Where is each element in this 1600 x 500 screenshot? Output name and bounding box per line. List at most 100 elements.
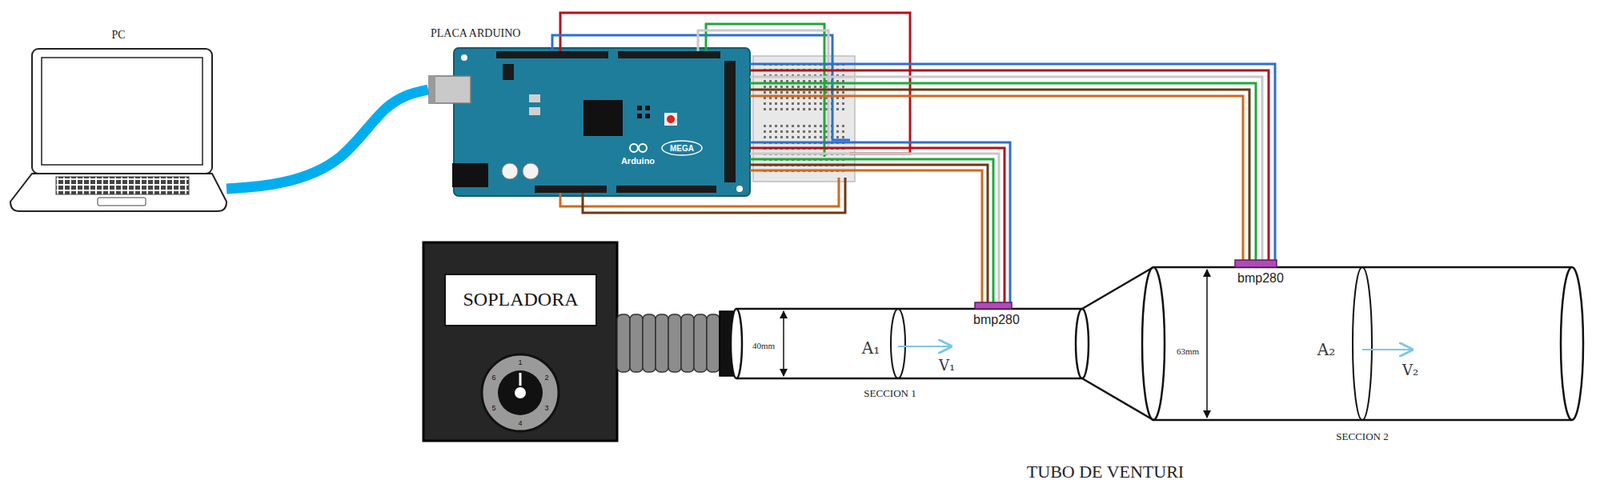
flexible-hose xyxy=(629,314,643,373)
dial-number: 1 xyxy=(517,358,522,367)
arduino-board xyxy=(629,144,638,153)
sensor-wire xyxy=(749,64,1276,261)
venturi-tube xyxy=(1142,267,1165,421)
arduino-board xyxy=(736,185,743,193)
arduino-board xyxy=(616,185,717,193)
laptop-icon xyxy=(32,48,213,174)
flexible-hose xyxy=(681,314,694,373)
venturi-tube xyxy=(890,308,906,379)
jumper-wire xyxy=(560,177,839,207)
breadboard xyxy=(753,56,855,182)
flexible-hose xyxy=(655,314,669,373)
usb-plug xyxy=(429,76,471,104)
venturi-tube xyxy=(730,308,742,379)
sensor-wire xyxy=(749,164,988,304)
sensor-wire xyxy=(749,142,1011,304)
flow-arrow xyxy=(1362,348,1412,351)
breadboard xyxy=(753,56,855,182)
blower xyxy=(497,370,543,416)
sensor-wire xyxy=(749,153,999,304)
node-text: bmp280 xyxy=(973,312,1020,328)
arduino-board xyxy=(529,94,541,103)
flexible-hose xyxy=(617,311,737,377)
section-label: SECCION 1 xyxy=(863,387,916,401)
sensor-chip xyxy=(974,260,1277,309)
venturi-tube xyxy=(1075,308,1089,379)
velocity-label: V₁ xyxy=(938,356,955,374)
arduino-board xyxy=(661,140,702,156)
dial-number: 6 xyxy=(492,373,497,382)
arduino-board xyxy=(583,100,623,137)
flexible-hose xyxy=(642,314,656,373)
arduino-board xyxy=(645,105,650,111)
usb-cable xyxy=(226,89,429,189)
blower xyxy=(481,354,559,432)
sensor-chip xyxy=(1235,260,1277,268)
jumper-wire xyxy=(582,177,846,213)
flow-arrow xyxy=(898,345,951,348)
flexible-hose xyxy=(668,314,682,373)
dimension-label: 40mm xyxy=(752,340,775,351)
arduino-board xyxy=(724,60,736,183)
dimension-arrow xyxy=(783,269,1208,418)
sensor-wire xyxy=(749,170,983,304)
venturi-tube xyxy=(1352,267,1372,421)
arduino-board xyxy=(453,48,750,197)
sensor-wire xyxy=(749,96,1244,261)
flexible-hose xyxy=(617,314,630,373)
arduino-board xyxy=(637,105,642,111)
arduino-board xyxy=(452,163,489,188)
arduino-board xyxy=(501,163,518,180)
sensor-wire xyxy=(749,76,1263,261)
laptop-icon xyxy=(56,176,189,195)
sensor-wire xyxy=(749,148,1005,304)
arduino-board xyxy=(461,54,468,61)
venturi-tube xyxy=(1560,267,1584,421)
pressure-sensor: bmp280 xyxy=(1224,260,1297,290)
blower xyxy=(423,242,618,442)
sensor-wire xyxy=(749,83,1256,261)
connector xyxy=(749,64,1276,261)
arduino-board xyxy=(502,64,514,81)
sensor-wire xyxy=(749,159,994,304)
venturi-tube xyxy=(1153,267,1572,421)
diagram-caption: TUBO DE VENTURI xyxy=(1026,461,1184,483)
board-logo: MEGA xyxy=(669,144,694,153)
blower-label: SOPLADORA xyxy=(444,273,598,327)
laptop-icon xyxy=(41,57,203,165)
laptop-pc: PC xyxy=(10,28,227,212)
arduino-board xyxy=(452,48,750,197)
arduino-board xyxy=(666,115,675,124)
laptop-icon xyxy=(97,197,146,206)
blower xyxy=(513,386,527,400)
venturi-tube xyxy=(736,308,1083,379)
connector xyxy=(749,142,1011,304)
area-label: A₂ xyxy=(1317,340,1336,360)
arduino-board xyxy=(617,51,721,59)
venturi-tube xyxy=(736,267,1572,421)
jumper-wire xyxy=(552,12,911,213)
dial-number: 3 xyxy=(544,404,549,413)
arduino-board: PLACA ARDUINO xyxy=(428,27,750,197)
laptop-icon xyxy=(10,48,227,212)
dial-number: 2 xyxy=(544,373,549,382)
sensor-chip xyxy=(974,302,1012,309)
arduino-board xyxy=(638,144,647,153)
sensor-wire xyxy=(749,89,1250,261)
dimension-label: 63mm xyxy=(1176,346,1199,357)
pressure-sensor: bmp280 xyxy=(960,303,1033,333)
connector xyxy=(226,89,429,189)
node-text: bmp280 xyxy=(1237,271,1284,286)
node-text: PC xyxy=(111,28,125,42)
flexible-hose xyxy=(693,314,707,373)
usb-plug xyxy=(429,76,471,104)
node-text: SOPLADORA xyxy=(462,288,578,312)
board-logo: Arduino xyxy=(621,156,655,166)
dimension-arrow xyxy=(782,311,785,377)
sensor-wire xyxy=(749,70,1269,261)
arduino-board xyxy=(529,107,541,116)
